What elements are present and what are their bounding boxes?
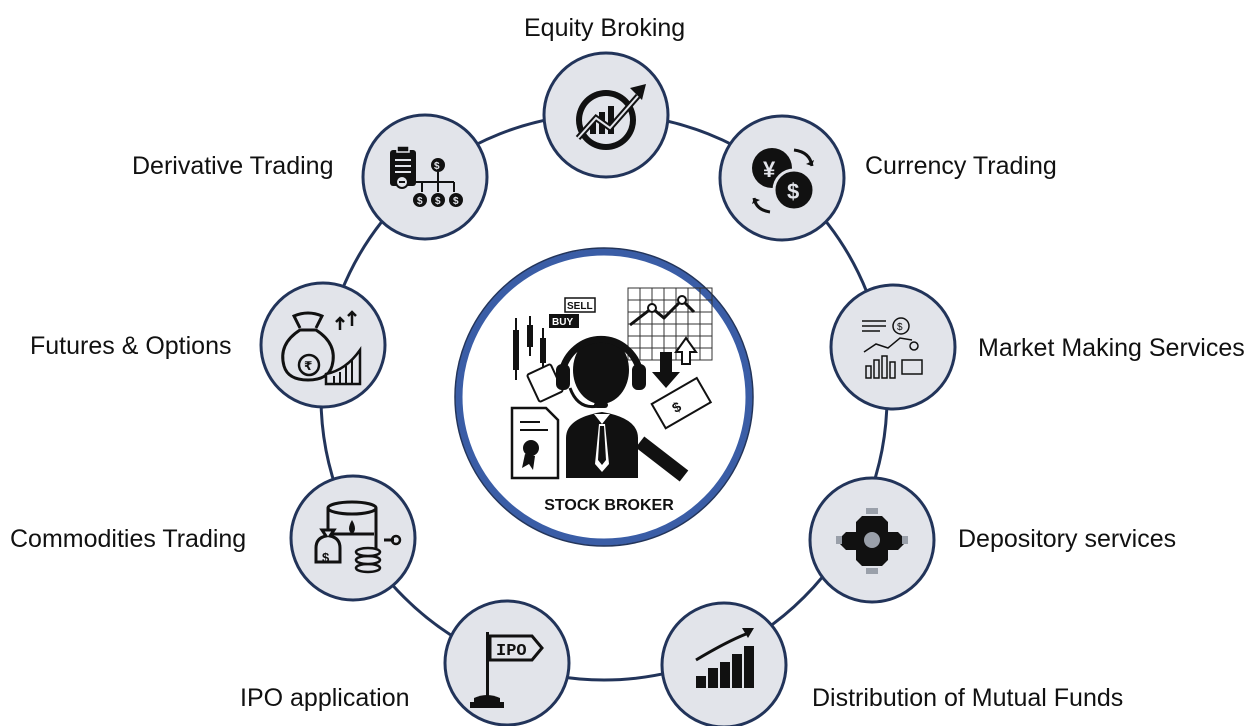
label-depository: Depository services xyxy=(958,525,1177,553)
node-futures-options: ₹ xyxy=(259,281,387,409)
svg-text:₹: ₹ xyxy=(304,359,312,373)
node-mutual-funds xyxy=(660,601,788,726)
commodities-icon: $ xyxy=(314,500,402,574)
svg-text:$: $ xyxy=(787,179,799,204)
label-ipo: IPO application xyxy=(240,684,410,712)
label-commodities: Commodities Trading xyxy=(10,525,247,553)
node-ipo: IPO xyxy=(443,599,571,726)
depository-icon xyxy=(836,508,908,574)
svg-text:¥: ¥ xyxy=(763,157,776,182)
money-bag-chart-icon: ₹ xyxy=(281,310,362,386)
buy-tag: BUY xyxy=(552,317,573,328)
ipo-flag-icon: IPO xyxy=(470,632,544,708)
label-derivative-trading: Derivative Trading xyxy=(132,152,334,180)
node-depository xyxy=(808,476,936,604)
market-making-icon: $ xyxy=(862,317,923,379)
center-hub: SELL BUY $ xyxy=(454,247,754,547)
svg-text:$: $ xyxy=(417,196,423,207)
center-label: STOCK BROKER xyxy=(544,497,674,514)
stock-broker-icon: SELL BUY $ xyxy=(510,287,713,482)
derivative-tree-icon: $ $ $ $ xyxy=(390,145,463,207)
node-equity-broking xyxy=(542,51,670,179)
svg-text:$: $ xyxy=(435,196,441,207)
node-currency-trading: ¥ $ xyxy=(718,114,846,242)
svg-text:$: $ xyxy=(453,196,459,207)
label-futures-options: Futures & Options xyxy=(30,332,232,360)
svg-text:$: $ xyxy=(434,161,440,172)
sell-tag: SELL xyxy=(567,301,593,312)
ipo-flag-text: IPO xyxy=(496,642,527,661)
currency-exchange-icon: ¥ $ xyxy=(752,148,816,214)
label-mutual-funds: Distribution of Mutual Funds xyxy=(812,684,1124,712)
svg-text:$: $ xyxy=(322,550,330,565)
label-currency-trading: Currency Trading xyxy=(865,152,1057,180)
bar-growth-icon xyxy=(695,628,754,688)
svg-text:$: $ xyxy=(897,322,903,333)
node-derivative-trading: $ $ $ $ xyxy=(361,113,489,241)
node-market-making: $ xyxy=(829,283,957,411)
label-market-making: Market Making Services xyxy=(978,334,1245,362)
equity-growth-icon xyxy=(575,84,646,150)
label-equity-broking: Equity Broking xyxy=(524,14,686,42)
node-commodities: $ xyxy=(289,474,417,602)
